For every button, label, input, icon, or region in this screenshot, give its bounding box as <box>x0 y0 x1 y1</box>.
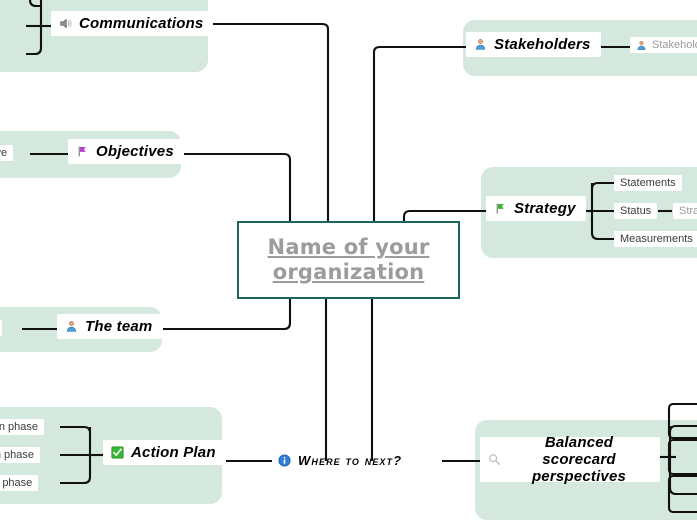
where-to-next-label: Where to next? <box>298 453 403 468</box>
child-objectives-1[interactable]: jective <box>0 145 14 161</box>
person-icon <box>65 320 78 333</box>
person-icon <box>474 38 487 51</box>
person-icon <box>636 40 647 51</box>
center-title-line2: organization <box>272 260 425 284</box>
info-icon <box>278 454 291 467</box>
node-communications[interactable]: Communications <box>51 11 214 36</box>
node-strategy[interactable]: Strategy <box>486 196 586 221</box>
child-label: ntenance phase <box>0 477 33 489</box>
flag-green-icon <box>494 202 507 215</box>
center-title-line1: Name of your <box>267 235 430 260</box>
child-balanced-scorecard-3[interactable] <box>669 476 697 512</box>
child-label: Stakeholder <box>652 39 697 51</box>
child-strategy-3[interactable]: Measurements <box>614 231 697 247</box>
child-label: Measurements <box>620 233 693 245</box>
speaker-icon <box>59 17 72 30</box>
child-label: Statements <box>620 177 676 189</box>
node-label: The team <box>85 318 153 335</box>
child-the-team-1[interactable]: oles <box>0 320 3 336</box>
node-label: Balanced scorecard perspectives <box>508 434 650 486</box>
node-label: Stakeholders <box>494 36 591 53</box>
child-label: Status <box>620 205 652 217</box>
flag-purple-icon <box>76 145 89 158</box>
node-label: Communications <box>79 15 204 32</box>
child-label: jective <box>0 147 8 159</box>
child-stakeholders-1[interactable]: Stakeholder <box>630 37 697 53</box>
page-title: Name of your organization <box>268 235 430 285</box>
node-the-team[interactable]: The team <box>57 314 163 339</box>
child-label: xecution phase <box>0 449 34 461</box>
node-stakeholders[interactable]: Stakeholders <box>466 32 601 57</box>
child-strategy-2[interactable]: Status <box>614 203 658 219</box>
center-node[interactable]: Name of your organization <box>237 221 460 299</box>
node-action-plan[interactable]: Action Plan <box>103 440 226 465</box>
child-balanced-scorecard-1[interactable] <box>669 404 697 438</box>
node-objectives[interactable]: Objectives <box>68 139 184 164</box>
bsc-label-line2: perspectives <box>531 468 627 486</box>
grandchild-strategy-status-1[interactable]: Stra <box>673 203 697 219</box>
child-strategy-1[interactable]: Statements <box>614 175 682 191</box>
child-label: Initiation phase <box>0 421 38 433</box>
node-label: Strategy <box>514 200 576 217</box>
child-action-plan-2[interactable]: xecution phase <box>0 447 40 463</box>
child-balanced-scorecard-2[interactable] <box>669 440 697 474</box>
node-balanced-scorecard[interactable]: Balanced scorecard perspectives <box>480 434 660 485</box>
green-check-icon <box>111 446 124 459</box>
node-label: Action Plan <box>131 444 216 461</box>
magnifier-icon <box>488 453 501 466</box>
child-label: Stra <box>679 205 697 217</box>
bsc-label-line1: Balanced scorecard <box>542 433 616 468</box>
child-action-plan-1[interactable]: Initiation phase <box>0 419 44 435</box>
node-where-to-next[interactable]: Where to next? <box>278 453 402 468</box>
node-label: Objectives <box>96 143 174 160</box>
child-action-plan-3[interactable]: ntenance phase <box>0 475 39 491</box>
